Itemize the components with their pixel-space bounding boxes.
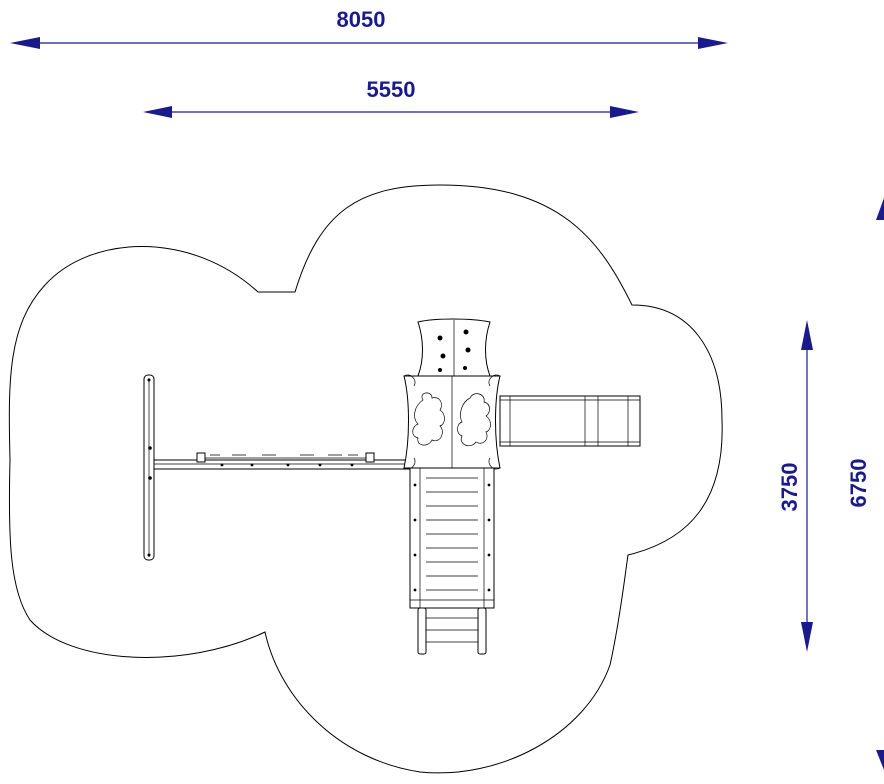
arrow-right-icon	[698, 37, 728, 49]
ladder	[417, 607, 487, 655]
overall-depth-label: 6750	[846, 459, 871, 508]
arrow-up-icon	[876, 198, 884, 220]
bridge-ramp	[409, 467, 495, 609]
climbing-wall	[417, 318, 491, 377]
arrow-left-icon	[143, 106, 172, 118]
equipment-width-label: 5550	[367, 77, 416, 102]
slide	[499, 395, 641, 447]
overall-depth-dimension: 6750	[846, 198, 884, 770]
beam-handle	[196, 452, 206, 463]
safety-zone-outline	[8, 184, 723, 774]
equipment-width-dimension: 5550	[143, 77, 639, 118]
arrow-up-icon	[801, 320, 813, 350]
cloud-cutout	[457, 393, 491, 447]
balance-beam-assembly	[143, 374, 411, 561]
arrow-left-icon	[10, 37, 40, 49]
cloud-cutout	[412, 392, 445, 446]
beam-handle	[365, 452, 375, 463]
arrow-down-icon	[876, 750, 884, 770]
arrow-down-icon	[801, 622, 813, 652]
equipment-depth-label: 3750	[777, 463, 802, 512]
equipment-depth-dimension: 3750	[777, 320, 813, 652]
overall-width-dimension: 8050	[10, 7, 728, 49]
tower-platform	[403, 374, 501, 470]
arrow-right-icon	[610, 106, 639, 118]
overall-width-label: 8050	[337, 7, 386, 32]
